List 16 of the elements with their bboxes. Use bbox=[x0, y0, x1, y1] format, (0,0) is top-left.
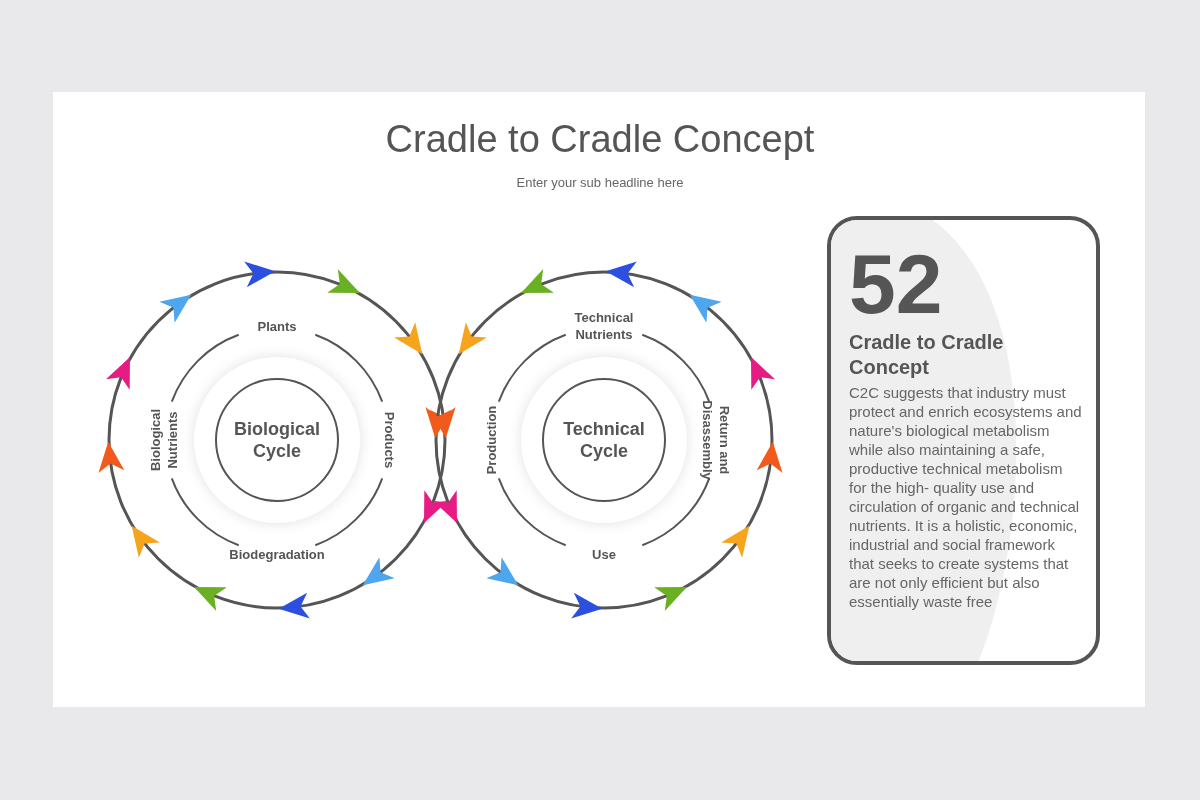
cycle-stage-label: Biodegradation bbox=[228, 545, 326, 564]
cycle-stage-label: Biological Nutrients bbox=[147, 407, 181, 474]
subtitle: Enter your sub headline here bbox=[515, 175, 685, 190]
cycle-stage-label: Return and Disassembly bbox=[699, 399, 733, 482]
card-description: C2C suggests that industry must protect and enrich ecosystems and nature's biological metabolism while also maintaining a safe, productive technical metabolism for the high- quality use and circulation of organic and technical nutrients. It is a holistic, economic, industrial and social framework that seeks to create systems that are not only efficient but also essentially waste free bbox=[849, 383, 1083, 611]
slide-title: Cradle to Cradle Concept bbox=[384, 118, 816, 161]
cycle-stage-label: Use bbox=[591, 545, 617, 564]
cycle-stage-label: Products bbox=[381, 410, 399, 471]
info-card bbox=[827, 216, 1100, 665]
card-heading: Cradle to Cradle Concept bbox=[849, 330, 1005, 380]
cycle-title: Biological Cycle bbox=[233, 418, 321, 462]
cycle-stage-label: Production bbox=[482, 404, 500, 477]
cycle-stage-label: Plants bbox=[256, 317, 298, 336]
cycle-title: Technical Cycle bbox=[562, 418, 646, 462]
cycle-stage-label: Technical Nutrients bbox=[573, 309, 635, 343]
big-number: 52 bbox=[849, 242, 943, 326]
